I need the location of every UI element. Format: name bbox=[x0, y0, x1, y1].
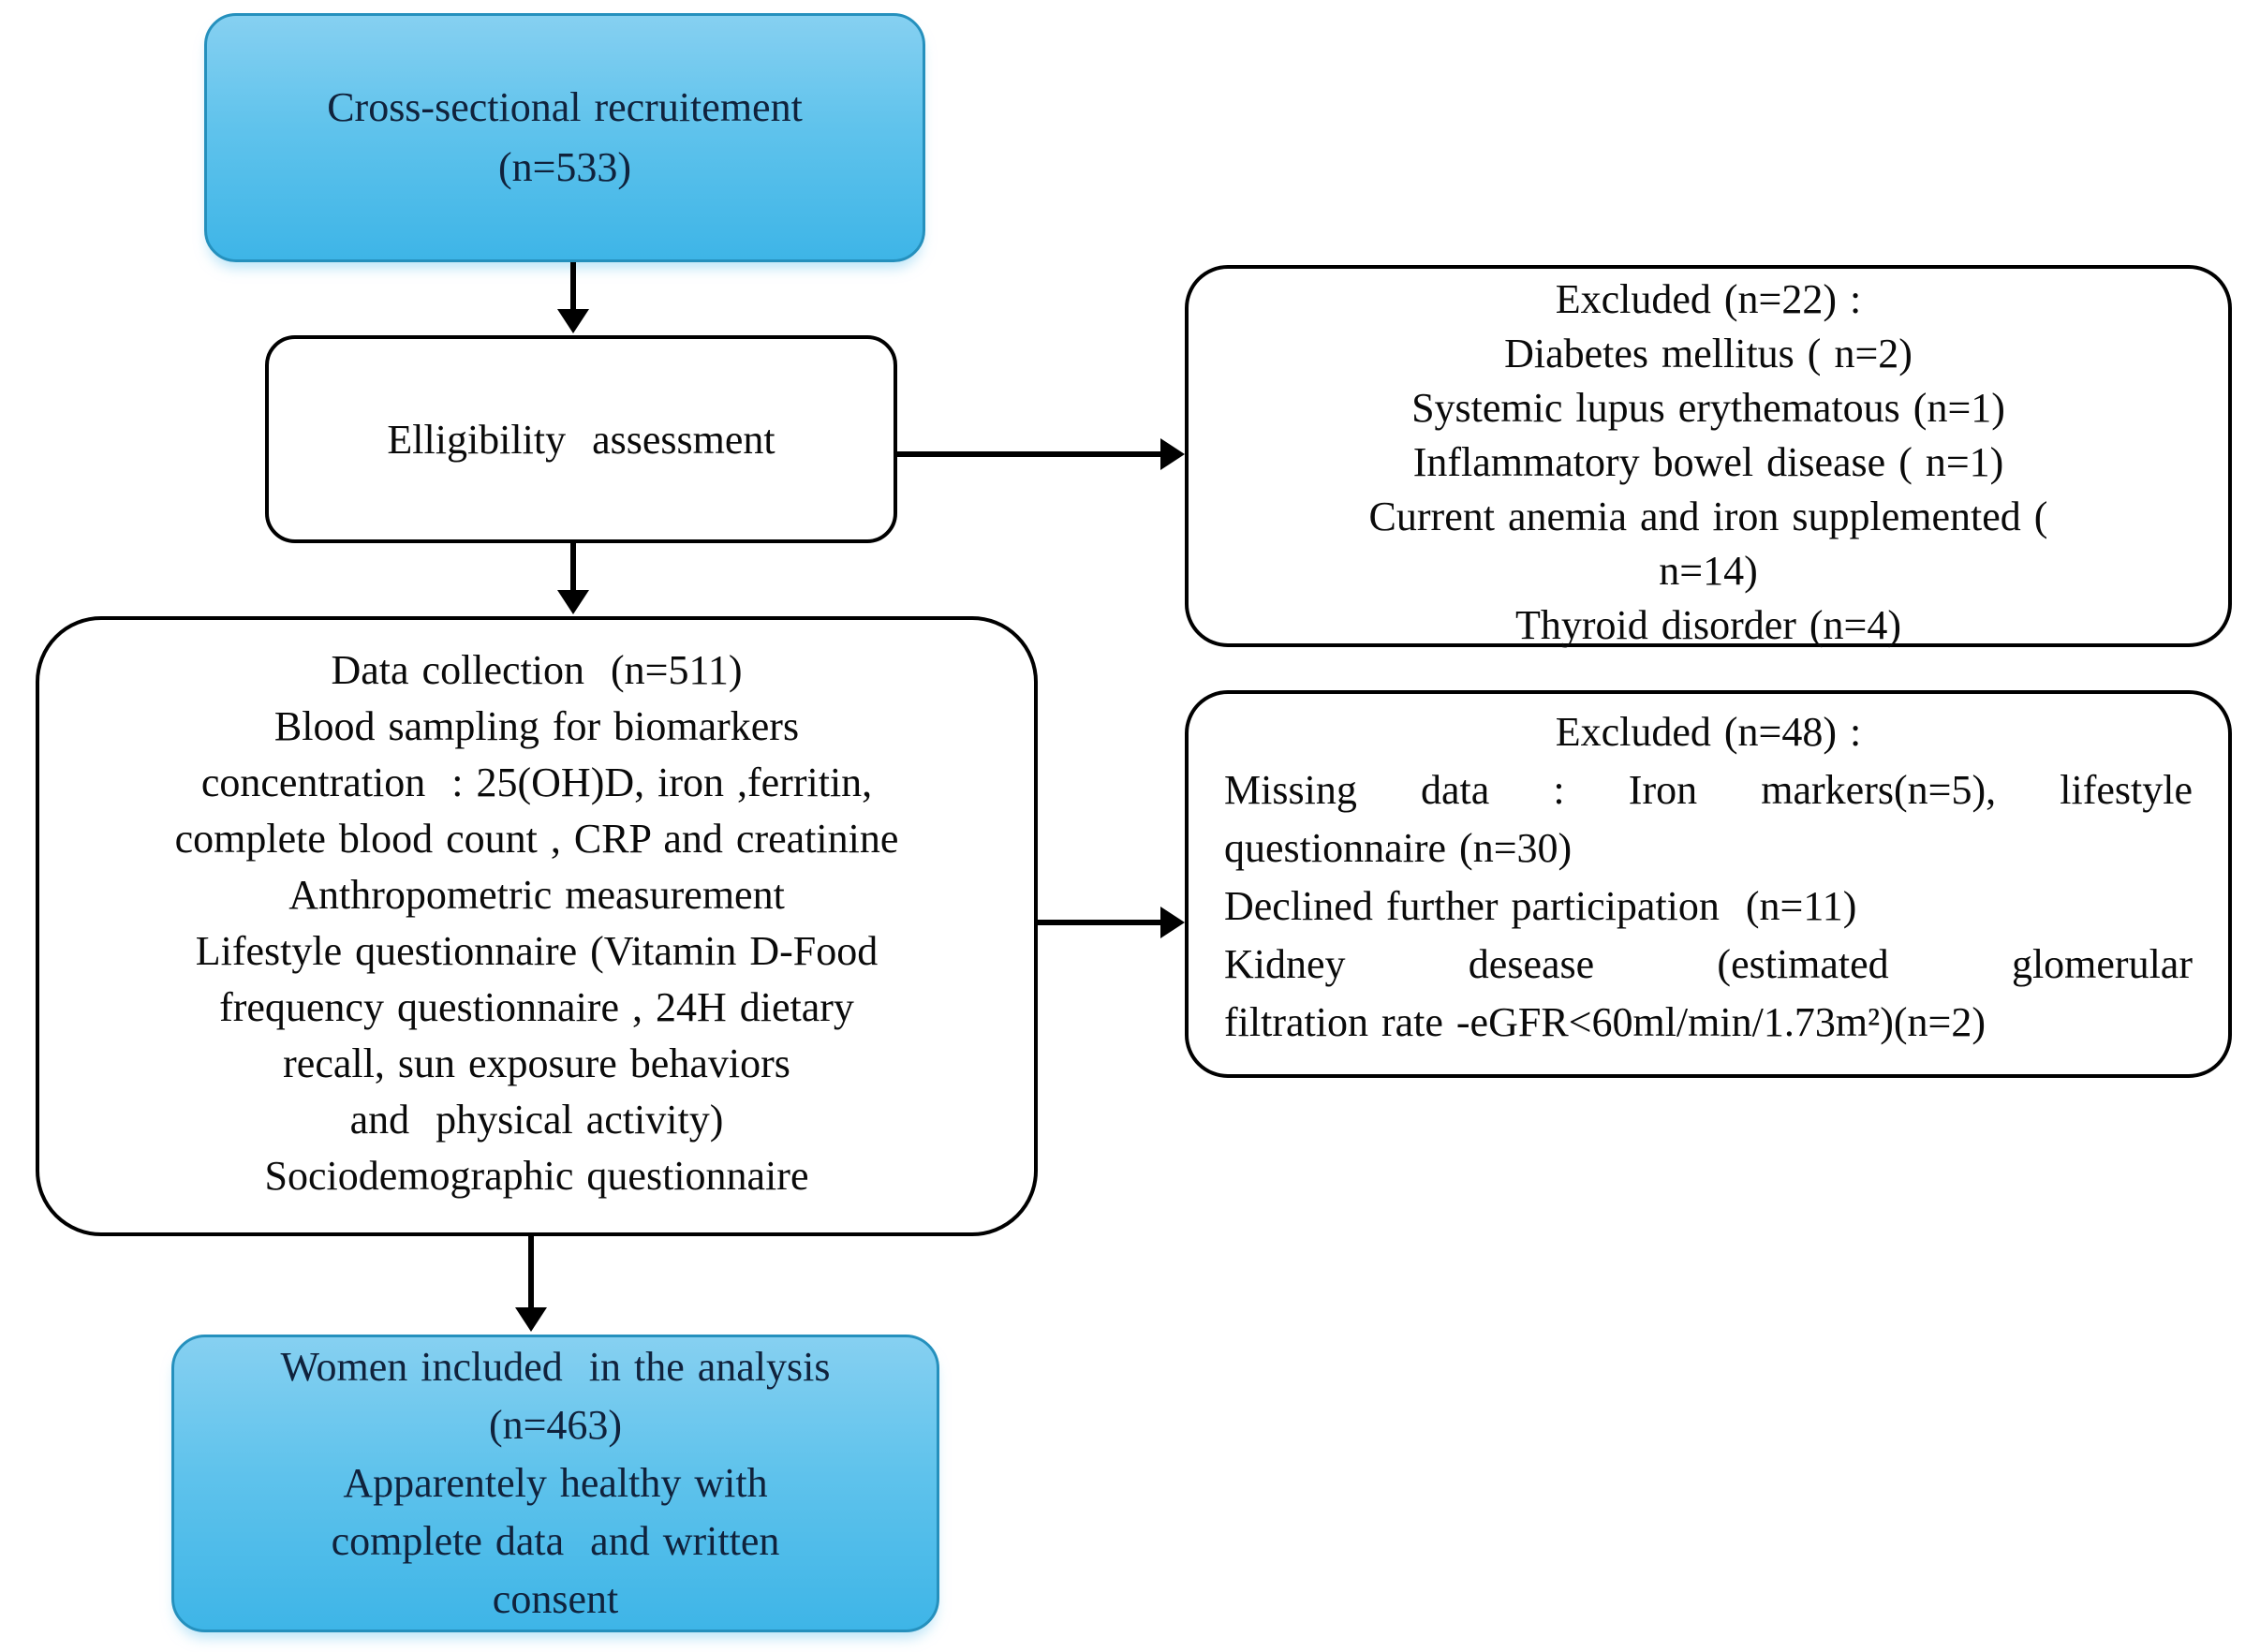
box-line: Sociodemographic questionnaire bbox=[264, 1153, 809, 1199]
box-line: frequency questionnaire , 24H dietary bbox=[219, 984, 854, 1030]
box-line: Kidney desease (estimated glomerular bbox=[1224, 941, 2193, 987]
arrowhead-right-icon bbox=[1160, 907, 1185, 938]
box-line: and physical activity) bbox=[349, 1097, 724, 1143]
box-line: complete data and written bbox=[331, 1518, 780, 1564]
eligibility-box: Elligibility assessment bbox=[265, 335, 897, 543]
arrow-data-collection-to-included bbox=[528, 1236, 534, 1309]
box-line: Thyroid disorder (n=4) bbox=[1514, 602, 1902, 648]
box-line: questionnaire (n=30) bbox=[1224, 825, 1573, 871]
arrow-eligibility-to-data-collection bbox=[570, 543, 576, 592]
box-line: Cross-sectional recruitement bbox=[327, 84, 803, 130]
box-line: n=14) bbox=[1659, 548, 1758, 594]
data-collection-box: Data collection (n=511) Blood sampling fo… bbox=[36, 616, 1038, 1236]
box-line: Inflammatory bowel disease ( n=1) bbox=[1412, 439, 2004, 485]
arrowhead-down-icon bbox=[515, 1307, 547, 1332]
box-line: Diabetes mellitus ( n=2) bbox=[1504, 331, 1913, 376]
arrow-eligibility-to-excluded1 bbox=[897, 451, 1161, 457]
box-line: Lifestyle questionnaire (Vitamin D-Food bbox=[195, 928, 879, 974]
arrowhead-down-icon bbox=[557, 590, 589, 614]
box-line: Apparentely healthy with bbox=[343, 1460, 768, 1506]
included-box: Women included in the analysis (n=463) App… bbox=[171, 1335, 939, 1632]
box-line: Systemic lupus erythematous (n=1) bbox=[1411, 385, 2005, 431]
box-line: Excluded (n=22) : bbox=[1555, 276, 1862, 322]
box-line: Women included in the analysis bbox=[280, 1344, 831, 1390]
arrowhead-right-icon bbox=[1160, 438, 1185, 470]
box-line: Blood sampling for biomarkers bbox=[273, 703, 800, 749]
box-line: concentration : 25(OH)D, iron ,ferritin, bbox=[200, 760, 873, 805]
box-line: Anthropometric measurement bbox=[288, 872, 785, 918]
excluded-22-box: Excluded (n=22) : Diabetes mellitus ( n=2… bbox=[1185, 265, 2232, 648]
box-line: recall, sun exposure behaviors bbox=[283, 1040, 790, 1086]
box-line: Data collection (n=511) bbox=[331, 647, 743, 693]
arrowhead-down-icon bbox=[557, 309, 589, 333]
box-line: Declined further participation (n=11) bbox=[1224, 883, 1857, 929]
arrow-data-collection-to-excluded2 bbox=[1038, 920, 1161, 925]
box-line: consent bbox=[492, 1576, 619, 1622]
box-line: Current anemia and iron supplemented ( bbox=[1368, 494, 2048, 539]
box-line: Elligibility assessment bbox=[387, 416, 775, 463]
recruitment-box: Cross-sectional recruitement (n=533) bbox=[204, 13, 925, 262]
arrow-recruitment-to-eligibility bbox=[570, 262, 576, 311]
box-line: complete blood count , CRP and creatinin… bbox=[174, 816, 899, 862]
box-line: Excluded (n=48) : bbox=[1555, 709, 1862, 755]
box-line: Missing data : Iron markers(n=5), lifest… bbox=[1224, 767, 2193, 813]
excluded-48-box: Excluded (n=48) : Missing data : Iron mar… bbox=[1185, 690, 2232, 1078]
box-line: filtration rate -eGFR<60ml/min/1.73m²)(n… bbox=[1224, 999, 1987, 1045]
box-line: (n=533) bbox=[497, 144, 632, 190]
box-line: (n=463) bbox=[488, 1402, 623, 1448]
